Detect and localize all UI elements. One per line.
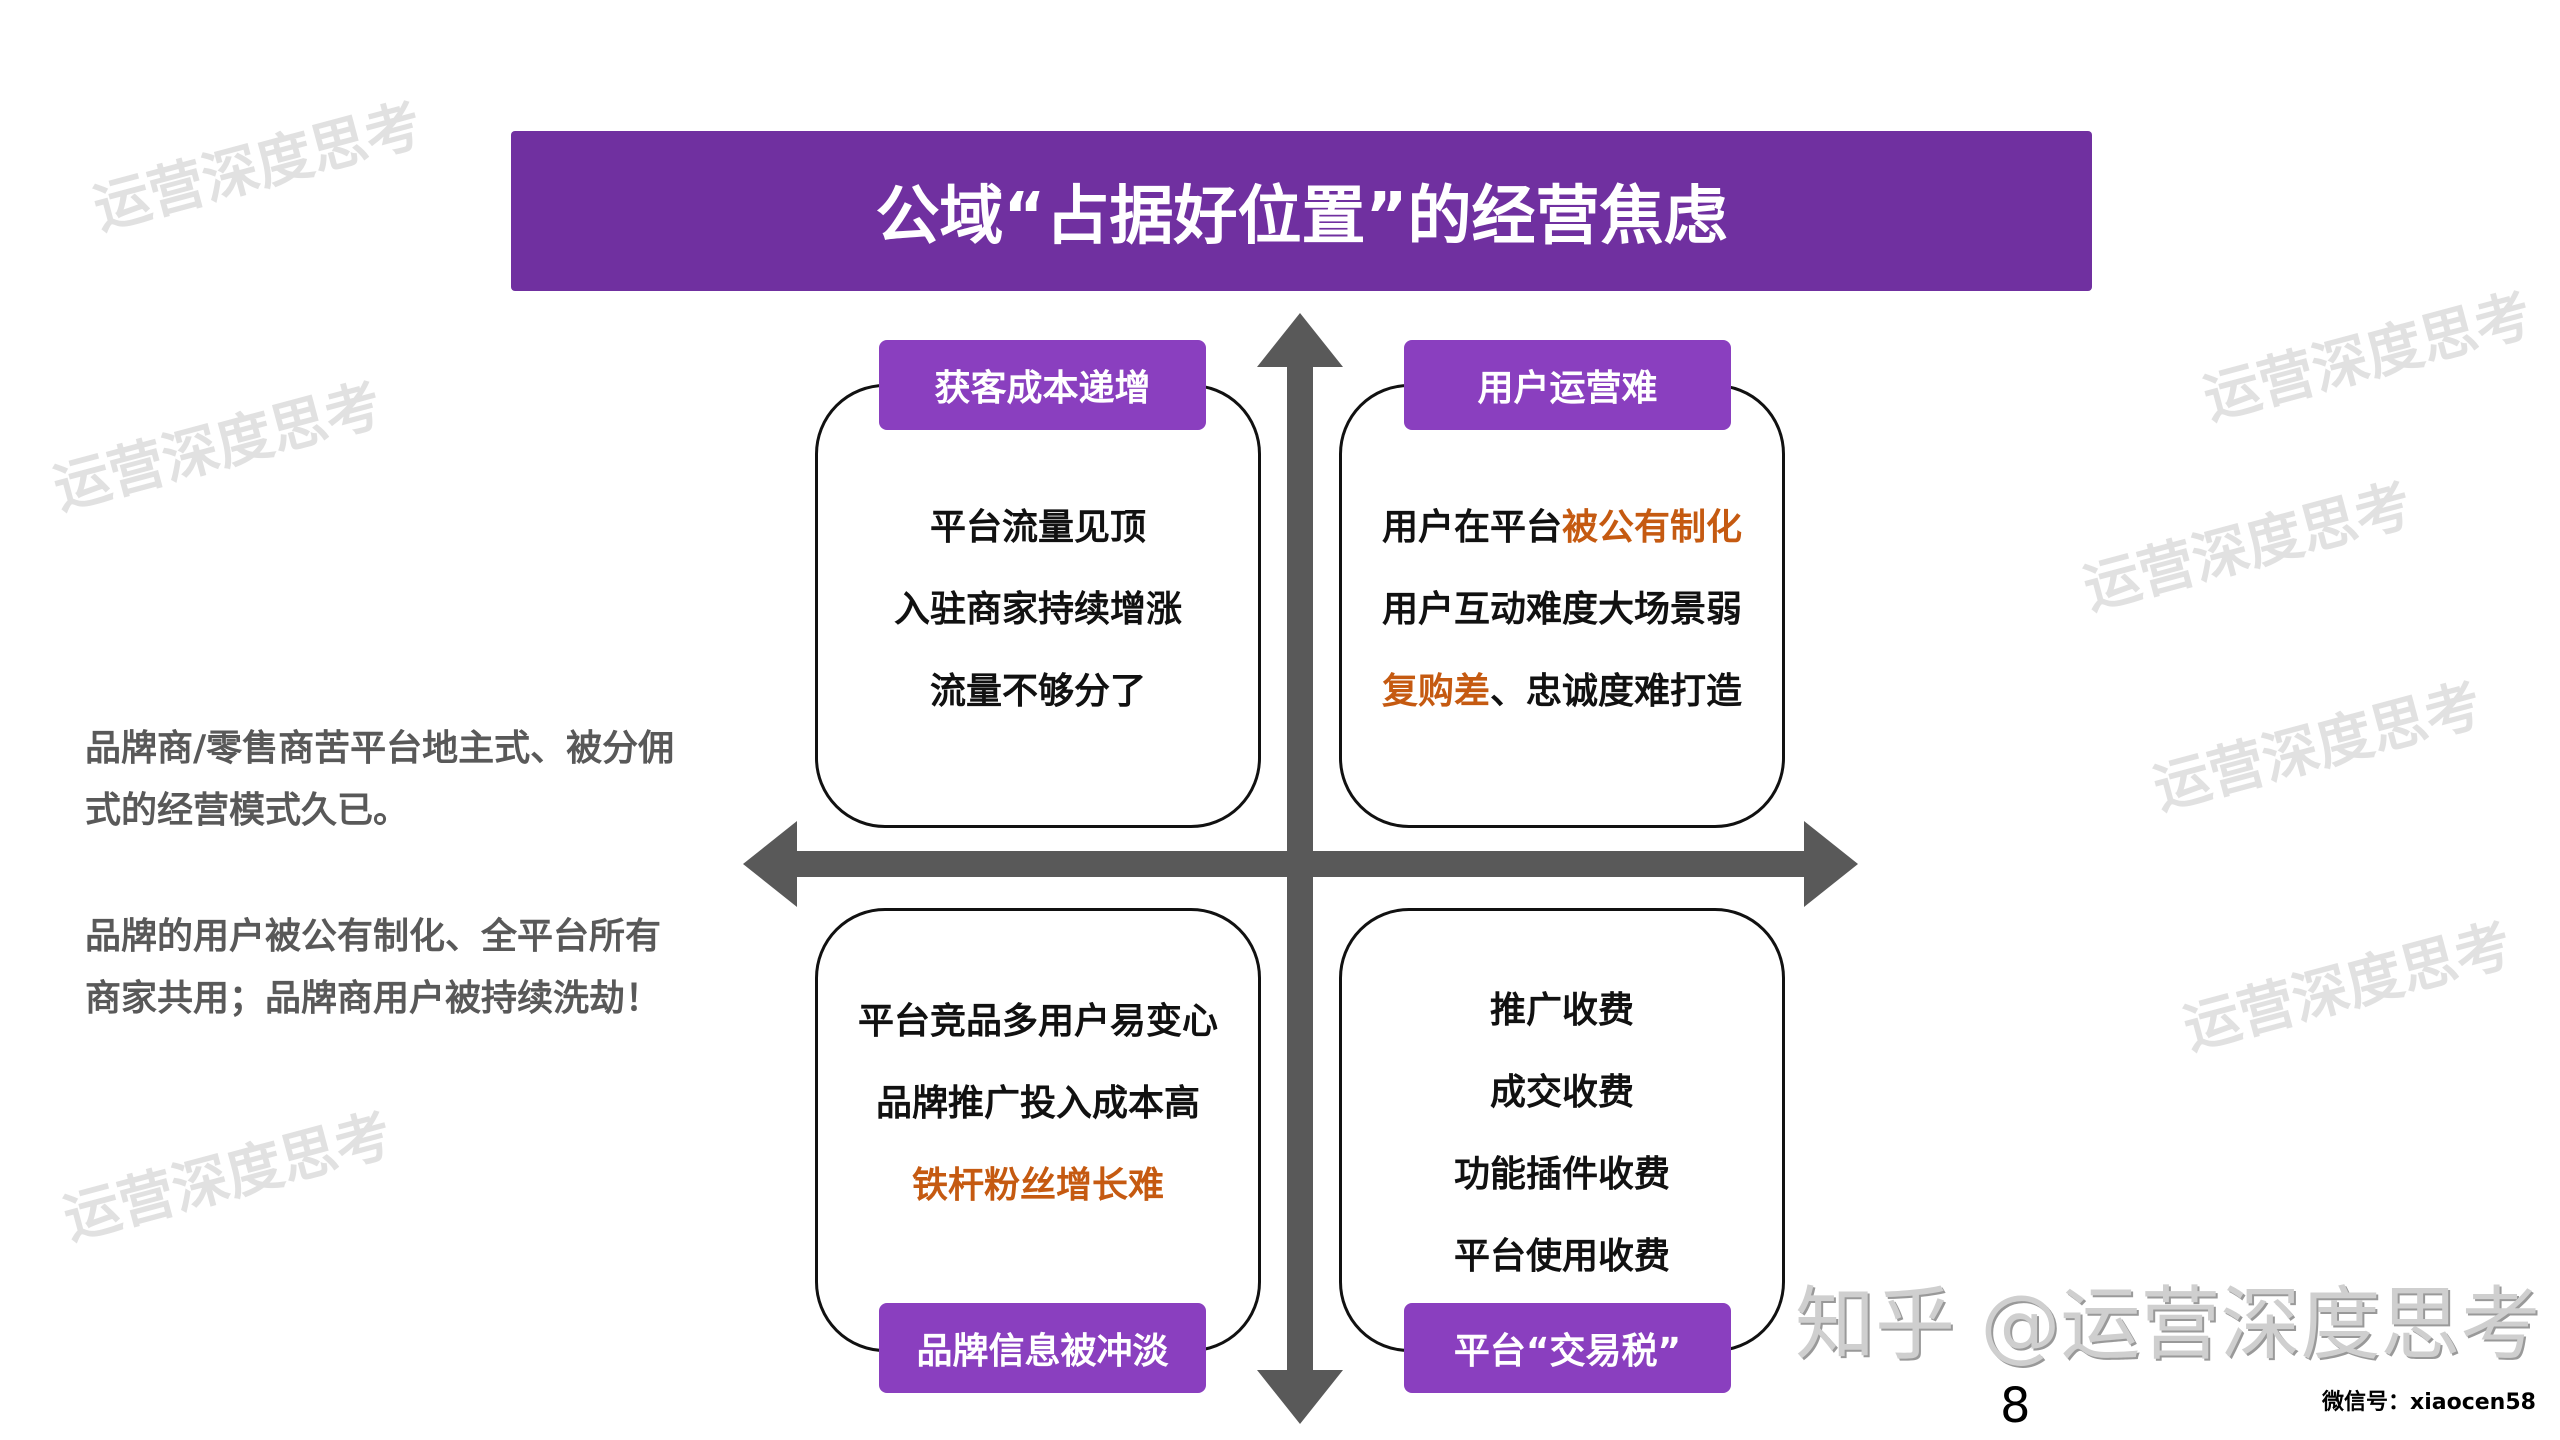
watermark-text: 运营深度思考 [2177, 912, 2519, 1063]
highlight-text: 复购差 [1381, 671, 1490, 712]
side-paragraph-1: 品牌商/零售商苦平台地主式、被分佣 式的经营模式久已。 [85, 718, 674, 842]
watermark-text: 运营深度思考 [57, 1102, 399, 1253]
side-line: 品牌的用户被公有制化、全平台所有 [85, 916, 662, 957]
quadrant-line: 用户互动难度大场景弱 [1382, 580, 1742, 632]
quadrant-line: 平台使用收费 [1454, 1227, 1670, 1279]
watermark-text: 运营深度思考 [87, 92, 429, 243]
line-text: 推广收费 [1489, 990, 1634, 1031]
quadrant-label-bottom-right: 平台“交易税” [1404, 1303, 1731, 1393]
line-text: 品牌推广投入成本高 [875, 1083, 1200, 1124]
side-line: 式的经营模式久已。 [85, 790, 410, 831]
quadrant-line: 成交收费 [1490, 1063, 1634, 1115]
line-text: 平台使用收费 [1453, 1236, 1670, 1277]
quadrant-label-top-right: 用户运营难 [1404, 340, 1731, 430]
quadrant-line: 平台流量见顶 [930, 498, 1146, 550]
quadrant-line: 入驻商家持续增涨 [894, 580, 1182, 632]
horizontal-axis [790, 851, 1810, 877]
quadrant-label-bottom-left: 品牌信息被冲淡 [879, 1303, 1206, 1393]
quadrant-box-bottom-left: 平台竞品多用户易变心品牌推广投入成本高铁杆粉丝增长难 [815, 908, 1261, 1352]
side-line: 品牌商/零售商苦平台地主式、被分佣 [85, 728, 675, 769]
line-text: 平台流量见顶 [929, 507, 1146, 548]
quadrant-line: 品牌推广投入成本高 [876, 1074, 1200, 1126]
quadrant-label-top-left: 获客成本递增 [879, 340, 1206, 430]
arrow-right-icon [1804, 821, 1858, 907]
line-text: 、忠诚度难打造 [1490, 671, 1743, 712]
line-text: 入驻商家持续增涨 [893, 589, 1182, 630]
quadrant-line: 用户在平台被公有制化 [1382, 498, 1742, 550]
line-text: 平台竞品多用户易变心 [857, 1001, 1218, 1042]
line-text: 功能插件收费 [1453, 1154, 1670, 1195]
quadrant-line: 功能插件收费 [1454, 1145, 1670, 1197]
slide-title: 公域“占据好位置”的经营焦虑 [511, 131, 2092, 291]
arrow-up-icon [1257, 313, 1343, 367]
arrow-down-icon [1257, 1370, 1343, 1424]
highlight-text: 被公有制化 [1562, 507, 1743, 548]
line-text: 流量不够分了 [929, 671, 1146, 712]
watermark-text: 运营深度思考 [2147, 672, 2489, 823]
quadrant-box-top-right: 用户在平台被公有制化用户互动难度大场景弱复购差、忠诚度难打造 [1339, 384, 1785, 828]
line-text: 成交收费 [1489, 1072, 1634, 1113]
quadrant-line: 复购差、忠诚度难打造 [1382, 662, 1742, 714]
wechat-id: 微信号：xiaocen58 [2322, 1390, 2536, 1415]
quadrant-line: 流量不够分了 [930, 662, 1146, 714]
watermark-text: 运营深度思考 [2077, 472, 2419, 623]
quadrant-box-bottom-right: 推广收费成交收费功能插件收费平台使用收费 [1339, 908, 1785, 1352]
quadrant-box-top-left: 平台流量见顶入驻商家持续增涨流量不够分了 [815, 384, 1261, 828]
line-text: 用户在平台 [1381, 507, 1562, 548]
page-number: 8 [2000, 1378, 2031, 1434]
side-paragraph-2: 品牌的用户被公有制化、全平台所有 商家共用；品牌商用户被持续洗劫！ [85, 906, 661, 1030]
zhihu-watermark: 知乎 @运营深度思考 [1795, 1278, 2541, 1371]
highlight-text: 铁杆粉丝增长难 [911, 1165, 1164, 1206]
quadrant-line: 推广收费 [1490, 981, 1634, 1033]
quadrant-line: 铁杆粉丝增长难 [912, 1156, 1164, 1208]
arrow-left-icon [743, 821, 797, 907]
line-text: 用户互动难度大场景弱 [1381, 589, 1742, 630]
side-line: 商家共用；品牌商用户被持续洗劫！ [85, 978, 662, 1019]
watermark-text: 运营深度思考 [47, 372, 389, 523]
quadrant-line: 平台竞品多用户易变心 [858, 992, 1218, 1044]
watermark-text: 运营深度思考 [2197, 282, 2539, 433]
